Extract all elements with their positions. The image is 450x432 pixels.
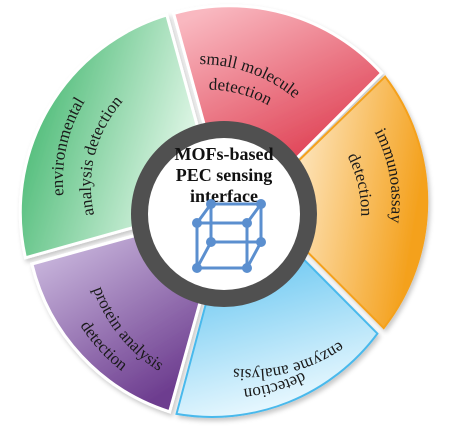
cube-lattice-nodes bbox=[192, 199, 266, 273]
center-title-line-1: MOFs-based bbox=[175, 144, 274, 164]
center-disc bbox=[148, 138, 300, 290]
center-title-line-2: PEC sensing bbox=[176, 165, 273, 185]
